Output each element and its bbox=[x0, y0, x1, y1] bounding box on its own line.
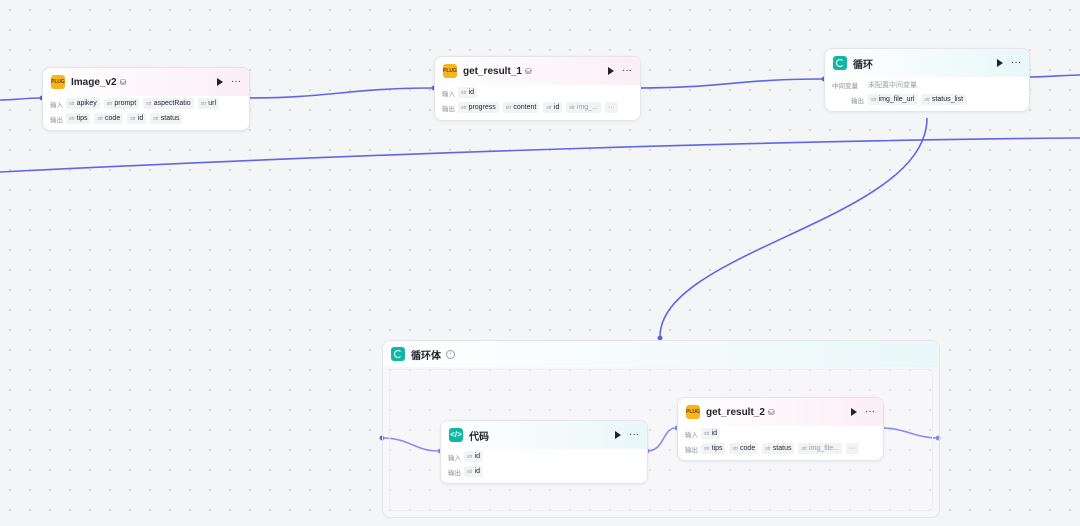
inputs-label: 输入 bbox=[442, 90, 455, 98]
node-title: 代码 bbox=[469, 431, 489, 443]
edge-left-in-to-image-v2 bbox=[0, 97, 41, 101]
loop-body-canvas bbox=[389, 369, 933, 511]
more-icon[interactable]: ··· bbox=[629, 429, 639, 440]
node-header: </> 代码 ··· bbox=[441, 421, 647, 449]
node-header: PLUG Image_v2 ⛁ ··· bbox=[43, 68, 249, 96]
node-title: get_result_1 bbox=[463, 65, 522, 77]
node-header: PLUG get_result_1 ⛁ ··· bbox=[435, 57, 640, 85]
play-icon[interactable] bbox=[997, 59, 1003, 67]
outputs-label: 输出 bbox=[442, 105, 455, 113]
plugin-icon: PLUG bbox=[686, 405, 700, 419]
db-icon: ⛁ bbox=[119, 77, 127, 87]
more-icon[interactable]: ··· bbox=[622, 65, 632, 76]
edge-image-v2-to-get-result-1 bbox=[247, 87, 433, 99]
play-icon[interactable] bbox=[615, 431, 621, 439]
more-icon[interactable]: ··· bbox=[1011, 57, 1021, 68]
node-title: Image_v2 bbox=[71, 76, 117, 88]
plugin-icon: PLUG bbox=[443, 64, 457, 78]
inputs-label: 输入 bbox=[50, 101, 63, 109]
code-icon: </> bbox=[449, 428, 463, 442]
more-icon[interactable]: ··· bbox=[865, 406, 875, 417]
node-header: 循环 ··· bbox=[825, 49, 1029, 77]
node-title: 循环 bbox=[853, 59, 873, 71]
loop-body-header: 循环体 i bbox=[383, 341, 939, 367]
loop-icon bbox=[833, 56, 847, 70]
outputs-label: 输出 bbox=[50, 116, 63, 124]
inputs-label: 输入 bbox=[685, 431, 698, 439]
outputs-label: 输出 bbox=[685, 446, 698, 454]
play-icon[interactable] bbox=[608, 67, 614, 75]
more-params-chip[interactable]: ··· bbox=[846, 443, 859, 454]
intermediate-row: 中间变量 未配置中间变量 bbox=[825, 77, 1029, 92]
info-icon[interactable]: i bbox=[446, 349, 455, 359]
loop-body-title: 循环体 bbox=[411, 350, 441, 362]
intermediate-hint: 未配置中间变量 bbox=[868, 81, 917, 89]
node-header: PLUG get_result_2 ⛁ ··· bbox=[678, 398, 883, 426]
plugin-icon: PLUG bbox=[51, 75, 65, 89]
db-icon: ⛁ bbox=[524, 66, 532, 76]
db-icon: ⛁ bbox=[767, 407, 775, 417]
edge-loop-out-right bbox=[1027, 74, 1080, 78]
inputs-label: 输入 bbox=[448, 454, 461, 462]
edge-get-result-1-to-loop bbox=[638, 78, 823, 89]
outputs-label: 输出 bbox=[851, 97, 864, 105]
play-icon[interactable] bbox=[217, 78, 223, 86]
outputs-label: 输出 bbox=[448, 469, 461, 477]
node-title: get_result_2 bbox=[706, 406, 765, 418]
intermediate-label: 中间变量 bbox=[832, 82, 858, 90]
play-icon[interactable] bbox=[851, 408, 857, 416]
edge-loop-to-loop-body bbox=[659, 117, 928, 338]
more-icon[interactable]: ··· bbox=[231, 76, 241, 87]
loop-icon bbox=[391, 347, 405, 361]
edge-long-cross bbox=[0, 137, 1080, 173]
more-params-chip[interactable]: ··· bbox=[604, 102, 618, 113]
